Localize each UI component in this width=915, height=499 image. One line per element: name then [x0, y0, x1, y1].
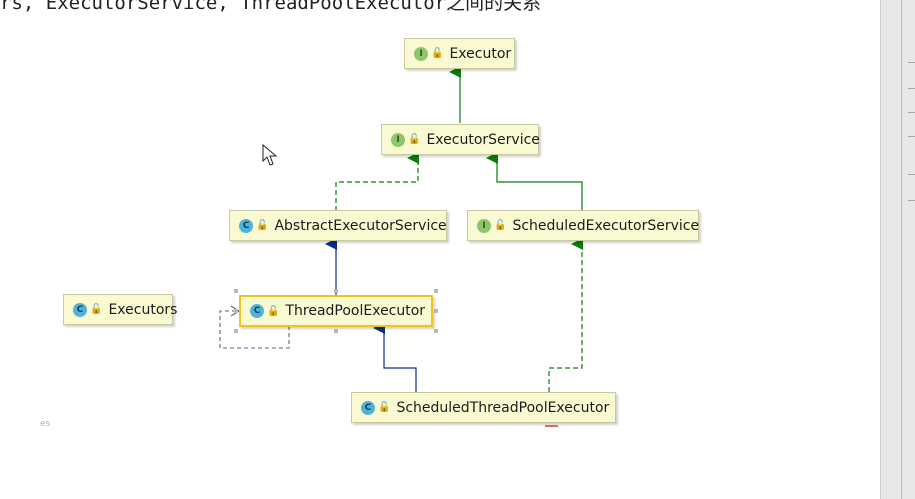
interface-icon: I — [414, 46, 428, 61]
node-label: ScheduledThreadPoolExecutor — [396, 399, 610, 416]
class-icon: C — [239, 218, 253, 233]
access-lock-icon: 🔓 — [408, 134, 421, 145]
edge-threadpool-self-dependency — [219, 310, 290, 349]
node-executor[interactable]: I 🔓 Executor — [404, 38, 515, 69]
edge-scheduled-service-to-executor-service — [486, 152, 583, 211]
access-lock-icon: 🔓 — [431, 48, 444, 59]
node-executor-service[interactable]: I 🔓 ExecutorService — [381, 124, 540, 155]
vertical-scrollbar[interactable] — [880, 0, 915, 499]
selection-handle[interactable] — [434, 309, 438, 313]
node-label: Executor — [449, 45, 512, 62]
node-executors[interactable]: C 🔓 Executors — [63, 294, 177, 325]
selection-handle[interactable] — [434, 289, 438, 293]
diagram-canvas[interactable]: I 🔓 Executor I 🔓 ExecutorService C 🔓 Abs… — [0, 0, 880, 499]
node-scheduled-executor-service[interactable]: I 🔓 ScheduledExecutorService — [467, 210, 699, 241]
node-label: ThreadPoolExecutor — [285, 303, 426, 319]
faint-label: es — [40, 419, 51, 429]
node-label: ExecutorService — [426, 131, 540, 148]
class-icon: C — [361, 400, 375, 415]
access-lock-icon: 🔓 — [267, 305, 280, 317]
node-label: Executors — [108, 301, 178, 318]
class-icon: C — [73, 302, 87, 317]
access-lock-icon: 🔓 — [378, 402, 391, 413]
node-label: AbstractExecutorService — [274, 217, 447, 234]
access-lock-icon: 🔓 — [494, 220, 507, 231]
access-lock-icon: 🔓 — [90, 304, 103, 315]
node-abstract-executor-service[interactable]: C 🔓 AbstractExecutorService — [229, 210, 447, 241]
edge-abstract-to-executor-service — [335, 152, 419, 211]
node-scheduled-thread-pool-executor[interactable]: C 🔓 ScheduledThreadPoolExecutor — [351, 392, 616, 423]
selection-handle[interactable] — [334, 329, 338, 333]
node-label: ScheduledExecutorService — [512, 217, 700, 234]
access-lock-icon: 🔓 — [256, 220, 269, 231]
selection-handle[interactable] — [234, 289, 238, 293]
interface-icon: I — [477, 218, 491, 233]
class-icon: C — [250, 304, 264, 318]
selection-handle[interactable] — [334, 289, 338, 293]
page-heading-text: rs, ExecutorService, ThreadPoolExecutor之… — [0, 0, 542, 14]
node-thread-pool-executor[interactable]: C 🔓 ThreadPoolExecutor — [239, 295, 433, 327]
selection-handle[interactable] — [234, 329, 238, 333]
edge-scheduled-threadpool-to-scheduled-service — [548, 238, 583, 392]
relation-edges — [219, 66, 583, 427]
mouse-pointer-icon — [262, 144, 278, 166]
edge-scheduled-threadpool-to-threadpool — [373, 322, 417, 392]
selection-handle[interactable] — [434, 329, 438, 333]
interface-icon: I — [391, 132, 405, 147]
selection-handle[interactable] — [234, 309, 238, 313]
